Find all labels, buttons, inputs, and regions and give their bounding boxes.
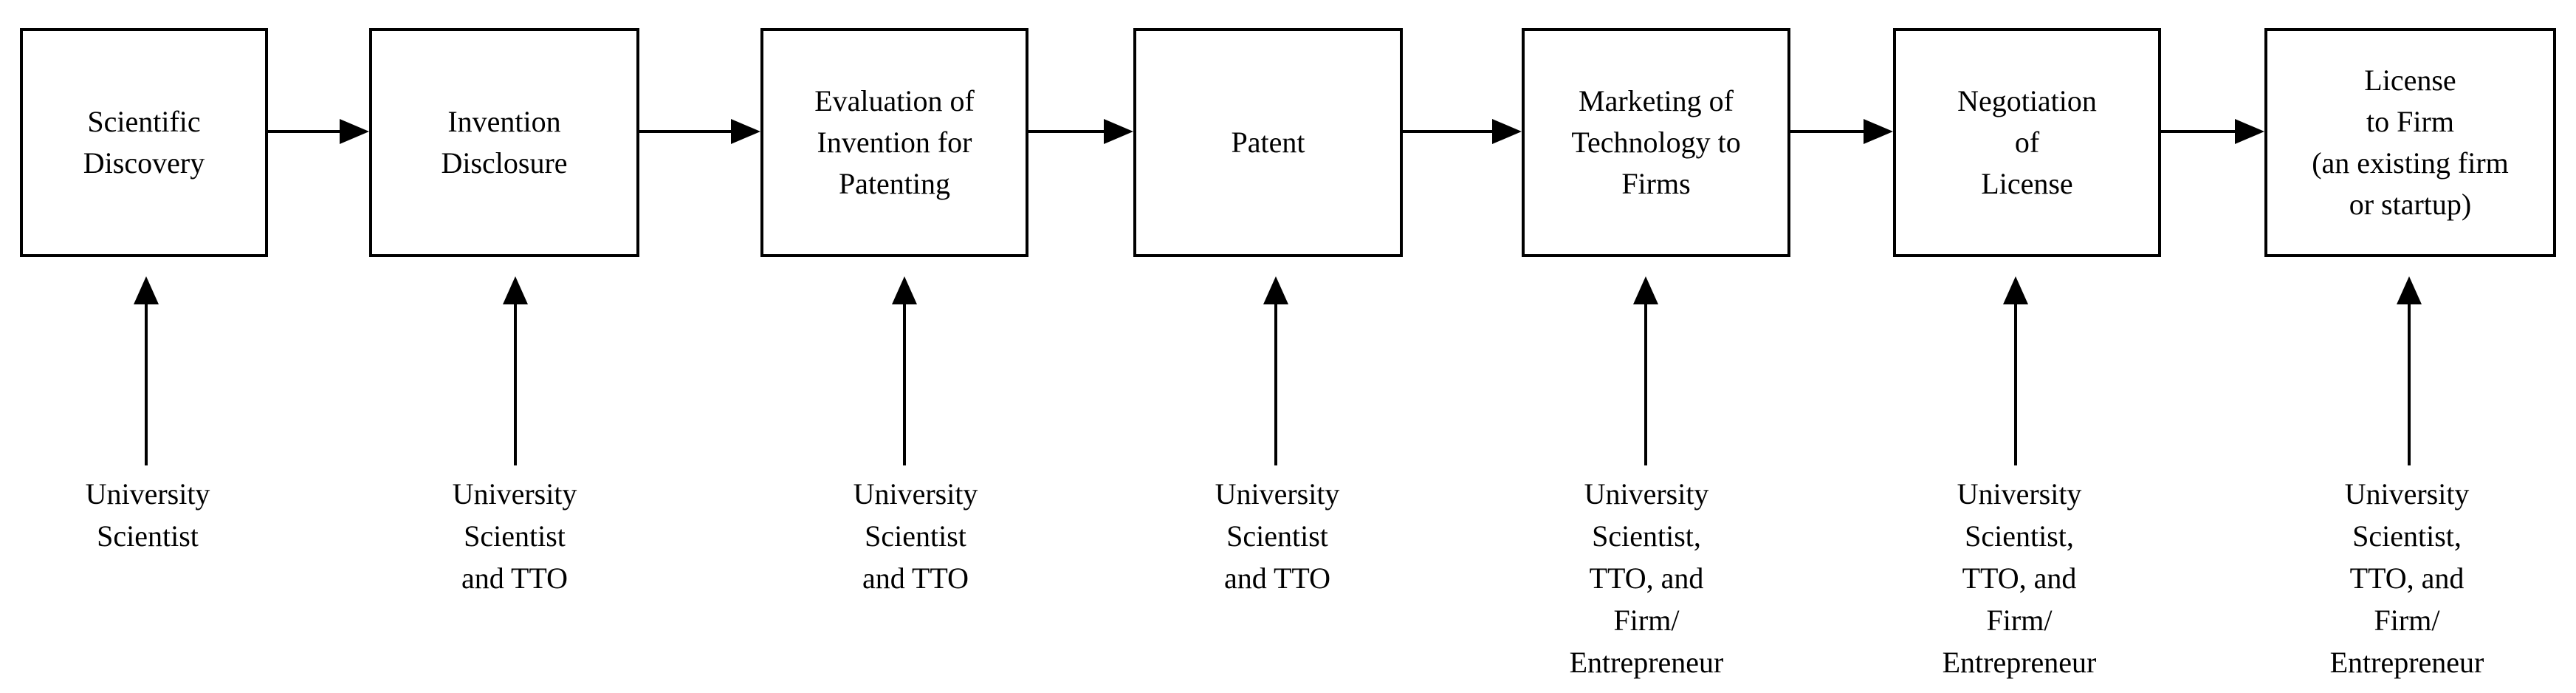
flow-arrowhead-4 <box>1492 119 1522 144</box>
flow-arrowhead-1 <box>340 119 369 144</box>
step-label: Invention Disclosure <box>441 105 568 180</box>
actor-arrowhead-3 <box>892 276 917 304</box>
flow-arrowhead-6 <box>2235 119 2264 144</box>
step-label: Marketing of Technology to Firms <box>1571 84 1741 200</box>
step-box-license: License to Firm (an existing firm or sta… <box>2264 28 2556 257</box>
actor-label-1: University Scientist <box>85 477 210 553</box>
step-label: Evaluation of Invention for Patenting <box>814 84 975 200</box>
actor-label-6: University Scientist, TTO, and Firm/ Ent… <box>1942 477 2097 679</box>
actor-label-5: University Scientist, TTO, and Firm/ Ent… <box>1569 477 1724 679</box>
actor-label-4: University Scientist and TTO <box>1215 477 1340 595</box>
actor-arrowhead-6 <box>2003 276 2028 304</box>
step-box-evaluation: Evaluation of Invention for Patenting <box>760 28 1028 257</box>
actor-label-3: University Scientist and TTO <box>853 477 978 595</box>
actor-arrowhead-7 <box>2397 276 2422 304</box>
actor-arrowhead-2 <box>503 276 528 304</box>
step-box-negotiation: Negotiation of License <box>1893 28 2161 257</box>
actor-arrowhead-4 <box>1263 276 1288 304</box>
step-label: License to Firm (an existing firm or sta… <box>2312 64 2509 221</box>
actor-arrowhead-5 <box>1633 276 1658 304</box>
flow-arrowhead-3 <box>1104 119 1133 144</box>
step-box-marketing: Marketing of Technology to Firms <box>1522 28 1790 257</box>
actor-label-7: University Scientist, TTO, and Firm/ Ent… <box>2329 477 2484 679</box>
flow-arrowhead-5 <box>1864 119 1893 144</box>
actor-arrowhead-1 <box>134 276 159 304</box>
flow-arrows <box>268 119 2264 144</box>
flow-arrowhead-2 <box>731 119 760 144</box>
step-box-scientific-discovery: Scientific Discovery <box>20 28 268 257</box>
actor-arrows <box>134 276 2422 465</box>
actor-label-2: University Scientist and TTO <box>452 477 577 595</box>
step-box-patent: Patent <box>1133 28 1403 257</box>
step-label: Patent <box>1231 126 1305 159</box>
step-label: Scientific Discovery <box>83 105 205 180</box>
step-box-invention-disclosure: Invention Disclosure <box>369 28 639 257</box>
step-label: Negotiation of License <box>1957 84 2097 200</box>
